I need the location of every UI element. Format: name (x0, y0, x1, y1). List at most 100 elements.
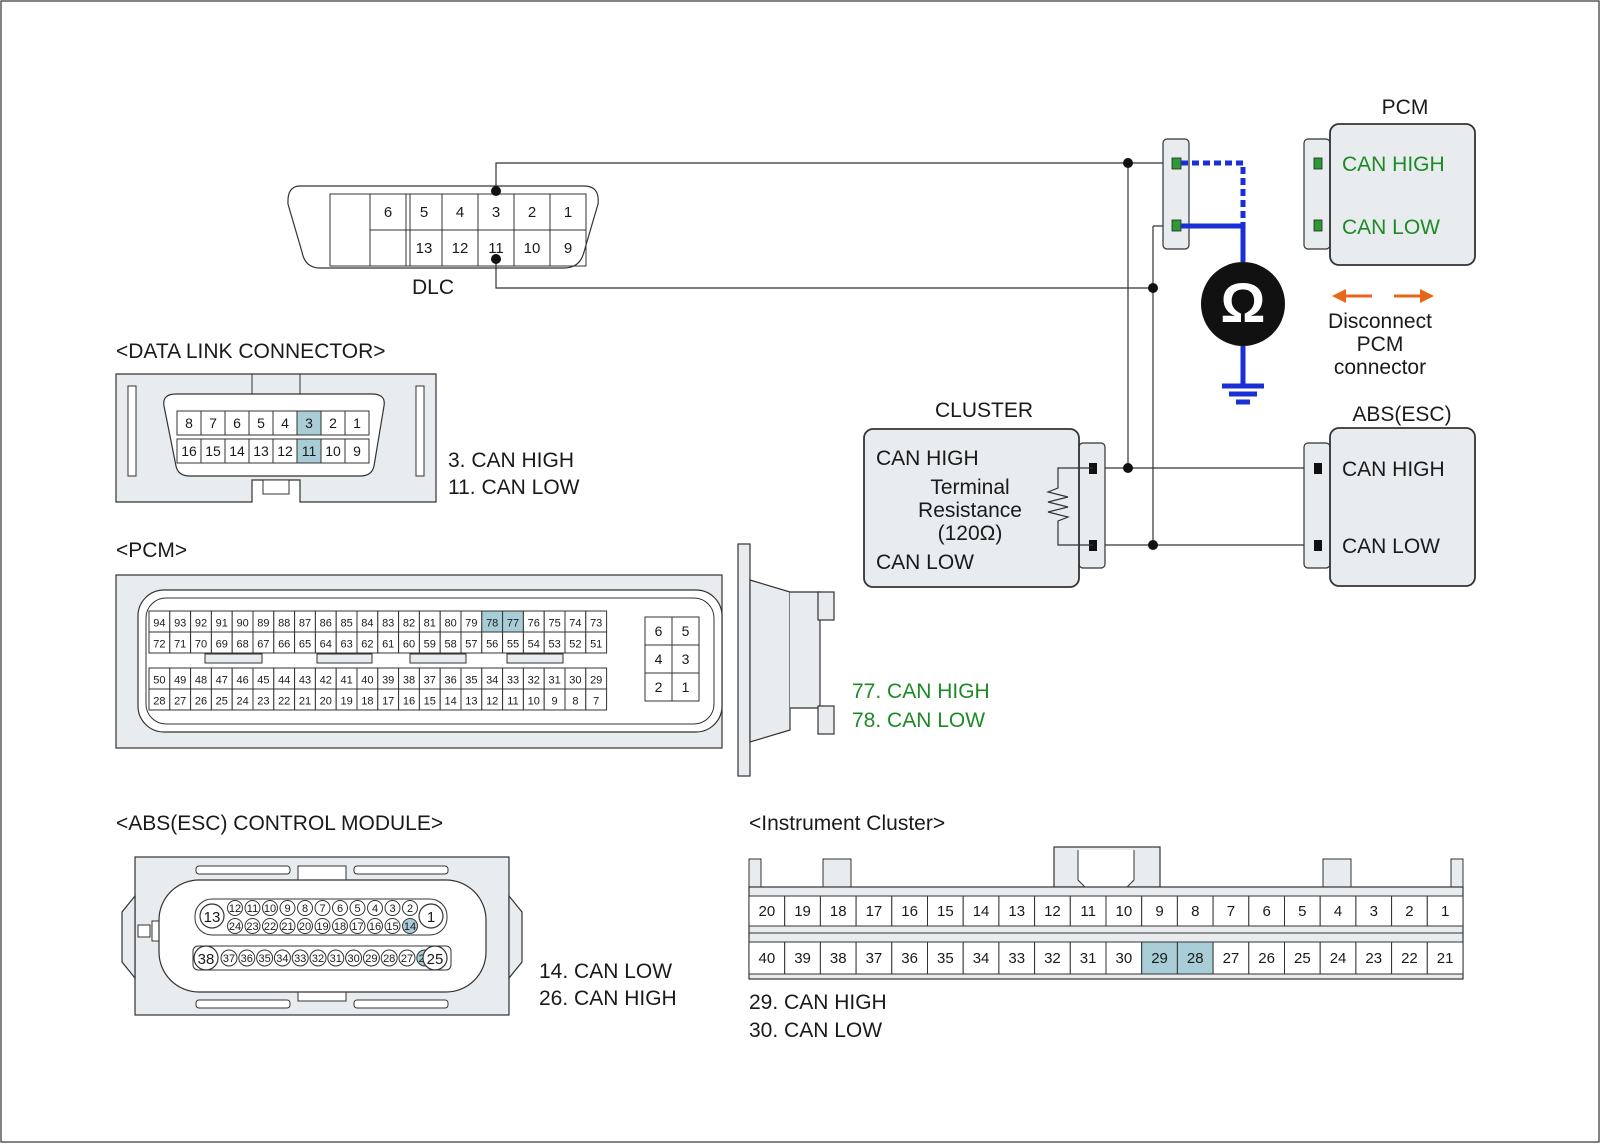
pcm-harness-connector (1162, 138, 1190, 250)
pcm-detail-title: <PCM> (116, 539, 187, 562)
cluster-pin-31-label: 31 (1080, 950, 1097, 967)
pcm-pin-34-label: 34 (486, 675, 498, 687)
abs-pin-12-label: 12 (229, 903, 241, 915)
cluster-pin-22-label: 22 (1401, 950, 1418, 967)
pcm-pin-56-label: 56 (486, 639, 498, 651)
pcm-module: PCM CAN HIGH CAN LOW (1303, 96, 1476, 266)
dlc-detail-pin-8-cell (176, 410, 202, 436)
pcm-can-low: CAN LOW (1342, 216, 1440, 239)
abs-pin-33-label: 33 (294, 953, 306, 965)
pcm-pin-23-label: 23 (257, 696, 269, 708)
dlc-detail-pin-14-cell (224, 438, 250, 464)
pcm-pin-75-label: 75 (548, 618, 560, 630)
pcm-pin-85-label: 85 (340, 618, 352, 630)
cluster-pin-23-cell (1355, 941, 1393, 975)
cluster-pin-19-cell (784, 895, 821, 927)
cluster-pin-16-cell (891, 895, 928, 927)
pcm-pin-31-label: 31 (548, 675, 560, 687)
abs-pin-15-label: 15 (386, 921, 398, 933)
pcm-pin-44-label: 44 (278, 675, 290, 687)
omega-icon: Ω (1221, 271, 1266, 334)
cluster-pin-5-cell (1284, 895, 1321, 927)
pcm-pin-8-label: 8 (572, 696, 578, 708)
pcm-side-pin-3-cell (671, 644, 700, 674)
abs-pin-13-cell (199, 903, 225, 929)
cluster-pin-35-cell (927, 941, 964, 975)
dlc-detail-pin-6-cell (224, 410, 250, 436)
dlc-detail-pin-6-label: 6 (233, 415, 241, 431)
pcm-pin-93-label: 93 (174, 618, 186, 630)
abs-pin-32-cell (309, 949, 327, 967)
abs-module: ABS(ESC) CAN HIGH CAN LOW (1303, 403, 1476, 587)
pcm-can-high: CAN HIGH (1342, 153, 1445, 176)
cluster-pin-23-label: 23 (1365, 950, 1382, 967)
pcm-pin-12-label: 12 (486, 696, 498, 708)
pcm-pin-35-label: 35 (465, 675, 477, 687)
pcm-pin-55-label: 55 (507, 639, 519, 651)
dlc-detail-pin-4-label: 4 (281, 415, 289, 431)
pcm-pin-33-label: 33 (507, 675, 519, 687)
abs-pin-31-cell (327, 949, 345, 967)
pcm-pin-54-label: 54 (528, 639, 540, 651)
dlc-detail-pin-10-label: 10 (325, 443, 341, 459)
dlc-label: DLC (412, 276, 454, 299)
pcm-pin-63-label: 63 (340, 639, 352, 651)
cluster-res-line2: Resistance (918, 499, 1022, 522)
cluster-pin-10-cell (1105, 895, 1143, 927)
cluster-pin-29-label: 29 (1151, 950, 1168, 967)
abs-pin-29-cell (362, 949, 380, 967)
abs-pin-21-cell (279, 918, 296, 934)
cluster-pin-1-cell (1426, 895, 1464, 927)
abs-pin-15-cell (384, 918, 401, 934)
abs-can-high: CAN HIGH (1342, 458, 1445, 481)
cluster-pin-26-label: 26 (1258, 950, 1275, 967)
pcm-pin-45-label: 45 (257, 675, 269, 687)
dlc-pin-3-label: 3 (492, 204, 500, 221)
disconnect-note-line2: PCM (1357, 333, 1404, 356)
pcm-pin-43-label: 43 (299, 675, 311, 687)
cluster-pin-14-label: 14 (973, 903, 990, 920)
pcm-pin-36-label: 36 (444, 675, 456, 687)
dlc-detail-pin-11-label: 11 (302, 443, 317, 459)
pcm-side-pin-6-label: 6 (655, 623, 663, 639)
abs-pin-7-label: 7 (319, 903, 325, 915)
abs-pin-34-label: 34 (276, 953, 288, 965)
dlc-pin-2-label: 2 (528, 204, 536, 221)
cluster-pin-38-label: 38 (830, 950, 847, 967)
pcm-pin-40-label: 40 (361, 675, 373, 687)
abs-pin-25-cell (422, 945, 448, 971)
abs-pin-13-label: 13 (204, 909, 221, 926)
pcm-latch-slot (204, 653, 263, 664)
cluster-pin-24-label: 24 (1330, 950, 1347, 967)
abs-pin-18-label: 18 (334, 921, 346, 933)
cluster-pin-6-label: 6 (1262, 903, 1270, 920)
dlc-detail-pin-11-cell (296, 438, 322, 464)
abs-pin-24-label: 24 (229, 921, 241, 933)
abs-pin-35-label: 35 (258, 953, 270, 965)
abs-pin-18-cell (332, 918, 348, 934)
dlc-detail-pin-15-label: 15 (205, 443, 221, 459)
dlc-note-2: 11. CAN LOW (448, 476, 580, 499)
cluster-pin-21-cell (1426, 941, 1464, 975)
abs-pin-27-label: 27 (401, 953, 413, 965)
pcm-pin-64-label: 64 (320, 639, 332, 651)
abs-pin-10-cell (262, 900, 278, 916)
abs-pin-34-cell (273, 949, 291, 967)
abs-pin-12-cell (227, 900, 243, 916)
cluster-pin-15-label: 15 (937, 903, 954, 920)
cluster-pin-18-cell (819, 895, 857, 927)
cluster-pin-31-cell (1069, 941, 1107, 975)
abs-pin-16-cell (367, 918, 383, 934)
pcm-pin-58-label: 58 (444, 639, 456, 651)
abs-note-1: 14. CAN LOW (539, 960, 672, 983)
dlc-detail-pin-12-label: 12 (277, 443, 293, 459)
cluster-pin-18-label: 18 (830, 903, 847, 920)
abs-pin-20-label: 20 (299, 921, 311, 933)
pcm-pin-91-label: 91 (216, 618, 228, 630)
dlc-detail-pin-14-label: 14 (229, 443, 245, 459)
dlc-detail-pin-1-label: 1 (353, 415, 361, 431)
